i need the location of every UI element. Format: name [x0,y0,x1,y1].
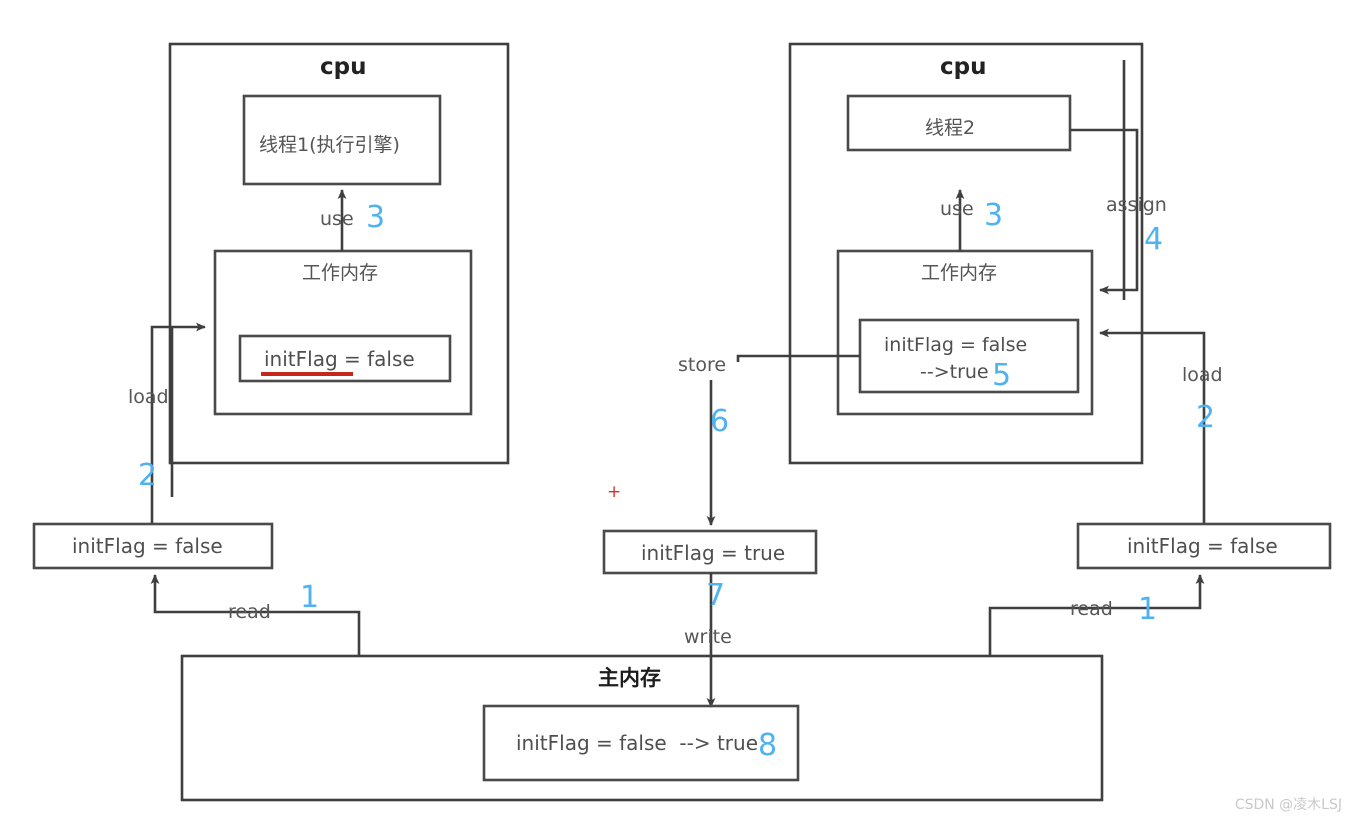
right-cpu-box [788,42,1144,465]
left-read-label: read [228,601,271,623]
right-load-edge-line [1099,328,1206,524]
left-thread-box [242,94,442,186]
right-thread-label: 线程2 [925,117,976,139]
left-cpu-title: cpu [320,54,367,80]
right-variable-step: 5 [992,358,1012,393]
right-variable-label-line2: -->true [920,361,989,383]
right-load-label: load [1182,364,1223,386]
left-variable-label: initFlag = false [264,347,415,371]
right-cpu-title: cpu [940,54,987,80]
store-box-label: initFlag = true [641,541,786,565]
left-variable-red-underline [261,372,353,376]
write-step: 7 [706,578,726,613]
right-read-edge-line [988,574,1205,656]
main-memory-title: 主内存 [598,666,661,690]
left-local-copy-label: initFlag = false [72,534,223,558]
left-use-label: use [320,208,354,230]
left-read-step: 1 [300,580,320,615]
plus-marker-icon: + [607,482,622,502]
right-use-step: 3 [984,198,1004,233]
watermark: CSDN @凌木LSJ [1234,797,1342,813]
right-thread-box [846,94,1072,152]
left-thread-label: 线程1(执行引擎) [259,134,400,156]
right-read-label: read [1070,598,1113,620]
right-local-copy-label: initFlag = false [1127,534,1278,558]
store-label: store [678,354,727,376]
main-memory-box [180,654,1104,802]
left-load-edge-line [150,322,206,524]
left-use-step: 3 [366,200,386,235]
store-step: 6 [710,404,730,439]
left-cpu-box [168,42,510,465]
left-variable-box [238,334,452,383]
right-working-memory-label: 工作内存 [921,262,998,284]
main-memory-variable-label: initFlag = false --> true [516,731,759,755]
right-assign-label: assign [1106,194,1167,216]
main-memory-variable-step: 8 [758,728,778,763]
left-load-step: 2 [138,458,158,493]
write-label: write [684,626,732,648]
left-read-edge-line [150,574,361,656]
store-edge-line [736,354,860,362]
left-working-memory-label: 工作内存 [302,262,379,284]
left-local-copy-box [32,522,274,570]
right-variable-label-line1: initFlag = false [884,334,1028,356]
right-read-step: 1 [1138,592,1158,627]
right-use-label: use [940,198,974,220]
right-local-copy-box [1076,522,1332,570]
right-assign-edge-line [1070,128,1139,295]
right-assign-step: 4 [1144,222,1164,257]
main-memory-variable-box [482,704,800,782]
right-working-memory-box [836,249,1094,416]
right-load-step: 2 [1196,400,1216,435]
left-load-label: load [128,386,169,408]
